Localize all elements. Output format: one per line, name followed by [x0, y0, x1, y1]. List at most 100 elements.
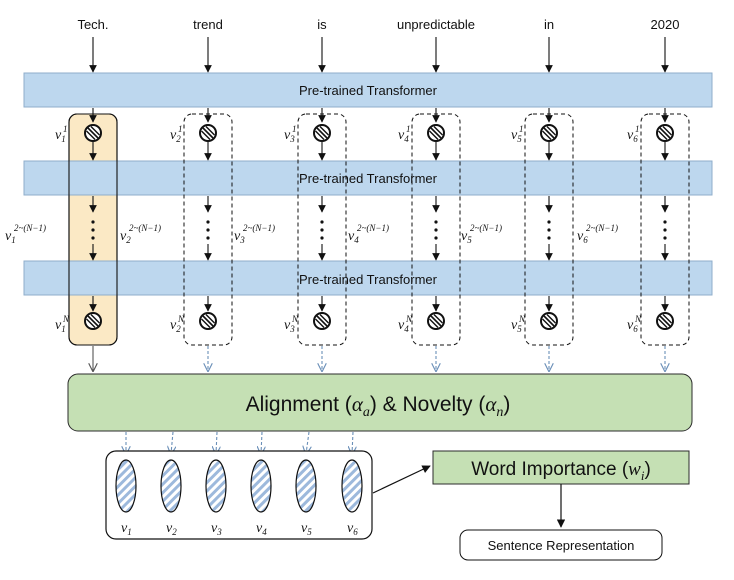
- vector-label-superscript: N: [518, 314, 526, 324]
- input-words: Tech. trend is unpredictable in 2020: [77, 17, 680, 73]
- ellipsis-dot: [663, 220, 667, 224]
- ellipsis-dot: [547, 220, 551, 224]
- word-vector-ellipse: [295, 459, 317, 513]
- transformer-layer-1: Pre-trained Transformer: [23, 72, 713, 108]
- final-vector-label: v6: [347, 521, 358, 537]
- vector-label-bottom: v3: [284, 318, 295, 334]
- vector-label-superscript: N: [405, 314, 413, 324]
- vector-label-mid: v4: [348, 229, 359, 245]
- alignment-to-vector-arrow: [261, 431, 262, 454]
- hidden-state-node: [540, 312, 558, 330]
- vector-label-bottom: v5: [511, 318, 522, 334]
- vector-label-top: v5: [511, 128, 522, 144]
- vector-label-superscript: 1: [519, 124, 524, 134]
- vector-label-mid: v6: [577, 229, 588, 245]
- hidden-state-node: [427, 312, 445, 330]
- input-word: unpredictable: [397, 17, 475, 32]
- alignment-novelty-box: Alignment (αa) & Novelty (αn): [67, 373, 693, 432]
- ellipsis-dot: [206, 228, 210, 232]
- vector-label-bottom: v4: [398, 318, 409, 334]
- ellipsis-dot: [206, 236, 210, 240]
- ellipsis-dot: [663, 236, 667, 240]
- hidden-state-node: [656, 312, 674, 330]
- ellipsis-dot: [91, 236, 95, 240]
- vector-label-superscript: 1: [635, 124, 640, 134]
- alignment-to-vector-arrow: [216, 431, 217, 454]
- hidden-state-node: [427, 124, 445, 142]
- vector-label-superscript: 2~(N−1): [14, 223, 46, 233]
- word-vector-ellipse: [160, 459, 182, 513]
- ellipsis-dot: [547, 228, 551, 232]
- vector-label-superscript: N: [291, 314, 299, 324]
- sentence-label: Sentence Representation: [488, 538, 635, 553]
- ellipsis-dot: [320, 228, 324, 232]
- vector-label-superscript: 2~(N−1): [243, 223, 275, 233]
- word-vector-ellipse: [341, 459, 363, 513]
- ellipsis-dot: [663, 228, 667, 232]
- transformer-bar: [23, 72, 713, 108]
- hidden-state-node: [656, 124, 674, 142]
- vector-label-superscript: 1: [406, 124, 411, 134]
- alignment-to-vector-arrow: [171, 431, 173, 454]
- vector-label-superscript: 1: [292, 124, 297, 134]
- vector-label-top: v3: [284, 128, 295, 144]
- sentence-rect: [459, 529, 663, 561]
- input-word: trend: [193, 17, 223, 32]
- word-importance-box: Word Importance (wi): [432, 450, 690, 485]
- vector-label-bottom: v6: [627, 318, 638, 334]
- token-column: [524, 108, 574, 371]
- final-vectors-container: [105, 450, 373, 540]
- hidden-state-node: [313, 124, 331, 142]
- ellipsis-dot: [91, 228, 95, 232]
- final-vector-label: v5: [301, 521, 312, 537]
- final-vector-label: v1: [121, 521, 132, 537]
- vector-label-superscript: 1: [178, 124, 183, 134]
- input-word: is: [317, 17, 327, 32]
- input-word: Tech.: [77, 17, 108, 32]
- vector-label-superscript: 2~(N−1): [586, 223, 618, 233]
- hidden-state-node: [199, 312, 217, 330]
- ellipsis-dot: [434, 220, 438, 224]
- alignment-label: Alignment (αa) & Novelty (αn): [246, 392, 511, 420]
- ellipsis-dot: [434, 236, 438, 240]
- sentence-representation-box: Sentence Representation: [459, 529, 663, 561]
- word-vector-ellipse: [205, 459, 227, 513]
- vector-label-bottom: v1: [55, 318, 66, 334]
- transformer-label: Pre-trained Transformer: [299, 272, 438, 287]
- vector-label-top: v2: [170, 128, 181, 144]
- token-column: [411, 108, 461, 371]
- word-vector-ellipse: [250, 459, 272, 513]
- vector-label-mid: v3: [234, 229, 245, 245]
- alignment-to-vector-arrow: [306, 431, 309, 454]
- token-column-contents: [68, 108, 690, 371]
- vectors-to-importance-arrow: [372, 465, 431, 494]
- input-word: in: [544, 17, 554, 32]
- token-column: [297, 108, 347, 371]
- final-vector-label: v3: [211, 521, 222, 537]
- vector-label-superscript: N: [634, 314, 642, 324]
- transformer-layer-3: Pre-trained Transformer: [23, 260, 713, 296]
- final-vector-label: v2: [166, 521, 177, 537]
- hidden-state-node: [313, 312, 331, 330]
- final-vector-label: v4: [256, 521, 267, 537]
- vector-label-superscript: 2~(N−1): [470, 223, 502, 233]
- alignment-to-vectors-arrows: [126, 431, 353, 454]
- vector-label-top: v1: [55, 128, 66, 144]
- vector-label-bottom: v2: [170, 318, 181, 334]
- input-word: 2020: [651, 17, 680, 32]
- vector-label-top: v4: [398, 128, 409, 144]
- transformer-layer-2: Pre-trained Transformer: [23, 160, 713, 196]
- vector-label-superscript: 2~(N−1): [129, 223, 161, 233]
- vector-label-superscript: N: [177, 314, 185, 324]
- ellipsis-dot: [91, 220, 95, 224]
- word-vector-ellipse: [115, 459, 137, 513]
- transformer-bar: [23, 160, 713, 196]
- vector-label-top: v6: [627, 128, 638, 144]
- ellipsis-dot: [434, 228, 438, 232]
- vector-label-superscript: N: [62, 314, 70, 324]
- ellipsis-dot: [320, 236, 324, 240]
- ellipsis-dot: [547, 236, 551, 240]
- hidden-state-node: [84, 312, 102, 330]
